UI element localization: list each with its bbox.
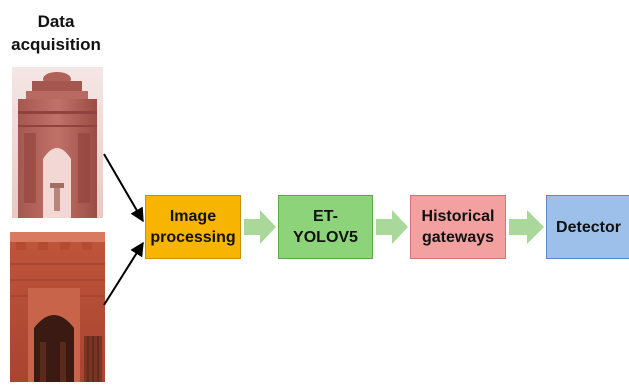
et-yolov5-label: ET-YOLOV5 <box>293 208 358 246</box>
flow-arrow-1 <box>244 210 276 244</box>
monument-gateway-illustration <box>12 67 103 218</box>
historical-gateways-box: Historical gateways <box>410 195 506 259</box>
historical-gateways-line-2: gateways <box>421 229 495 246</box>
flow-arrow-2 <box>376 210 408 244</box>
input-arrow-bottom <box>103 241 144 306</box>
fort-gateway-illustration <box>10 232 105 382</box>
image-processing-line-1: Image <box>169 208 217 225</box>
title-line-2: acquisition <box>11 35 101 54</box>
input-arrow-top <box>103 153 144 223</box>
detector-label: Detector <box>556 218 621 236</box>
historical-gateways-line-1: Historical <box>421 208 495 225</box>
data-acquisition-title: Data acquisition <box>0 10 112 56</box>
detector-box: Detector <box>546 195 629 259</box>
monument-gateway-photo <box>12 67 103 218</box>
et-yolov5-box: ET-YOLOV5 <box>278 195 373 259</box>
image-processing-line-2: processing <box>150 229 236 246</box>
flow-arrow-3 <box>509 210 544 244</box>
fort-gateway-photo <box>10 232 105 382</box>
image-processing-box: Image processing <box>145 195 241 259</box>
title-line-1: Data <box>37 12 75 31</box>
